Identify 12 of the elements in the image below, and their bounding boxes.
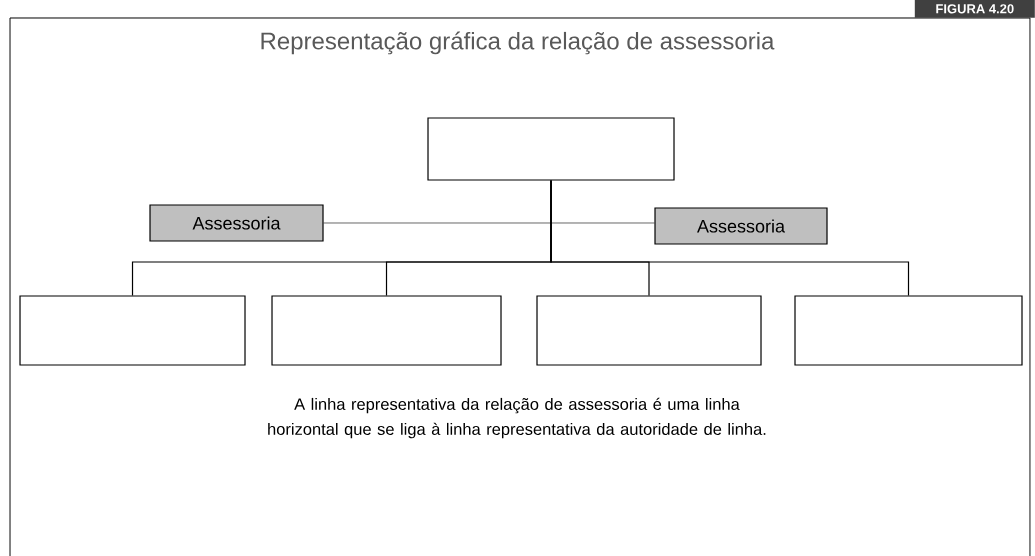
- org-box: [427, 117, 675, 181]
- figure-tab: FIGURA 4.20: [914, 0, 1035, 18]
- org-box: [794, 295, 1023, 366]
- staff-line: [323, 222, 655, 224]
- staff-box: Assessoria: [149, 204, 324, 242]
- org-box: [271, 295, 502, 366]
- title: Representação gráfica da relação de assessoria: [261, 31, 775, 55]
- org-box: [536, 295, 762, 366]
- org-box: [19, 295, 246, 366]
- caption: A linha representativa da relação de assessoria é uma linha horizontal que se liga à linha representativa da autoridade de linha.: [268, 397, 766, 439]
- staff-box: Assessoria: [654, 207, 828, 245]
- hierarchy-line: [550, 180, 910, 296]
